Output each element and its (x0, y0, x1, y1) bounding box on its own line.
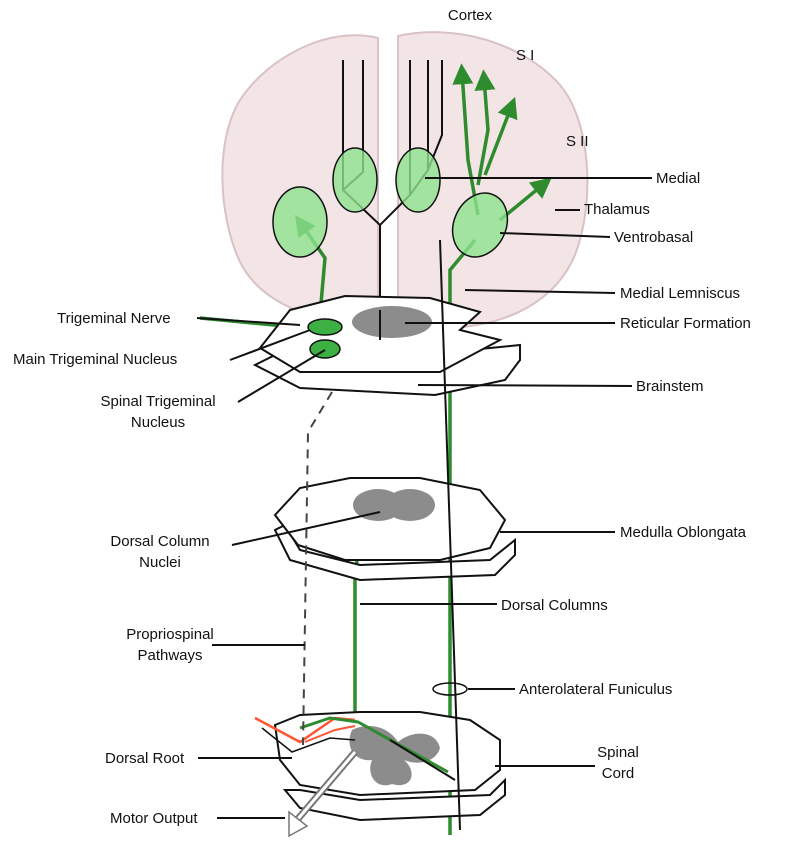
label-spinal-cord-2: Cord (602, 765, 635, 782)
label-propriospinal-pathways-2: Pathways (137, 647, 202, 664)
label-main-trigeminal-nucleus: Main Trigeminal Nucleus (13, 351, 177, 368)
left-medial-nucleus (333, 148, 377, 212)
label-medial-lemniscus: Medial Lemniscus (620, 285, 740, 302)
labels: Cortex S I S II Medial Thalamus Ventroba… (13, 7, 751, 827)
label-propriospinal-pathways-1: Propriospinal (126, 626, 214, 643)
label-trigeminal-nerve: Trigeminal Nerve (57, 310, 171, 327)
label-anterolateral-funiculus: Anterolateral Funiculus (519, 681, 672, 698)
label-spinal-trigeminal-nucleus-1: Spinal Trigeminal (100, 393, 215, 410)
label-medulla-oblongata: Medulla Oblongata (620, 524, 747, 541)
label-ventrobasal: Ventrobasal (614, 229, 693, 246)
label-motor-output: Motor Output (110, 810, 198, 827)
left-lateral-nucleus (273, 187, 327, 257)
dorsal-column-nuclei-right (385, 489, 435, 521)
label-s2: S II (566, 133, 589, 150)
main-trigeminal-nucleus-shape (308, 319, 342, 335)
label-reticular-formation: Reticular Formation (620, 315, 751, 332)
label-dorsal-column-nuclei-2: Nuclei (139, 554, 181, 571)
label-brainstem: Brainstem (636, 378, 704, 395)
medulla-section (275, 478, 515, 580)
label-spinal-cord-1: Spinal (597, 744, 639, 761)
label-medial: Medial (656, 170, 700, 187)
label-dorsal-root: Dorsal Root (105, 750, 185, 767)
label-spinal-trigeminal-nucleus-2: Nucleus (131, 414, 185, 431)
label-cortex: Cortex (448, 7, 493, 24)
label-dorsal-columns: Dorsal Columns (501, 597, 608, 614)
spinal-cord-section (255, 683, 505, 820)
label-dorsal-column-nuclei-1: Dorsal Column (110, 533, 209, 550)
label-thalamus: Thalamus (584, 201, 650, 218)
label-s1: S I (516, 47, 534, 64)
right-medial-nucleus (396, 148, 440, 212)
